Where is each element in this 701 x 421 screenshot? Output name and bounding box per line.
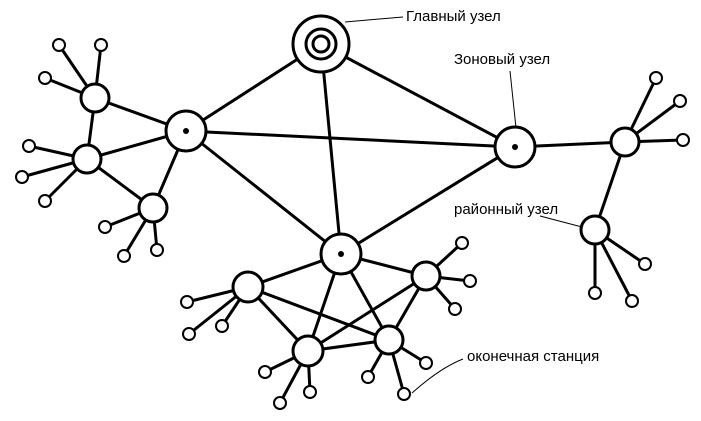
district-node: [79, 82, 111, 114]
terminal-station: [15, 170, 29, 184]
district-node: [410, 260, 442, 292]
main-node-inner-ring: [311, 34, 331, 54]
terminal-station: [94, 38, 108, 52]
terminal-station: [455, 236, 469, 250]
terminal-station: [98, 220, 112, 234]
terminal-station: [676, 133, 690, 147]
terminal-station: [588, 286, 602, 300]
link-zoneleft-zonebottom: [185, 129, 342, 256]
terminal-station: [649, 71, 663, 85]
label-leaders: [344, 16, 583, 394]
terminal-station: [673, 94, 687, 108]
terminal-station: [215, 319, 229, 333]
label-district-node: районный узел: [454, 201, 559, 218]
district-node: [609, 126, 641, 158]
terminal-station: [38, 71, 52, 85]
terminal-station: [638, 257, 652, 271]
terminal-station: [117, 249, 131, 263]
terminal-station: [182, 327, 196, 341]
district-node: [291, 334, 325, 368]
zone-node-dot: [338, 251, 344, 257]
label-terminal-station: оконечная станция: [467, 348, 600, 365]
terminal-station: [273, 396, 287, 410]
terminal-station: [150, 243, 164, 257]
terminal-station: [625, 294, 639, 308]
center-dots: [183, 128, 518, 257]
district-node: [71, 143, 103, 175]
leader-zone-node: [509, 70, 517, 129]
terminal-station: [419, 356, 433, 370]
terminal-station: [303, 385, 317, 399]
link-zoneright-zonebottom: [340, 145, 516, 256]
district-node: [137, 192, 169, 224]
district-node: [373, 324, 405, 356]
terminal-station: [258, 365, 272, 379]
terminal-station: [361, 370, 375, 384]
leader-terminal-station: [411, 358, 464, 394]
terminal-station: [22, 139, 36, 153]
link-main-zoneright: [320, 42, 516, 149]
district-node: [231, 270, 265, 304]
label-zone-node: Зоновый узел: [454, 51, 551, 68]
label-main-node: Главный узел: [406, 8, 501, 25]
terminal-station: [397, 387, 411, 401]
nodes-layer: [71, 14, 641, 368]
terminal-station: [52, 38, 66, 52]
district-node: [579, 214, 611, 246]
terminal-station: [38, 194, 52, 208]
terminal-station: [463, 274, 477, 288]
leader-main-node: [344, 16, 404, 23]
zone-node-dot: [183, 128, 189, 134]
terminal-station: [180, 295, 194, 309]
link-zoneleft-zoneright: [185, 129, 516, 149]
zone-node-dot: [512, 144, 518, 150]
leader-district-node: [539, 215, 583, 228]
link: [307, 274, 427, 353]
link-main-zonebottom: [319, 43, 343, 255]
link: [247, 285, 390, 342]
terminal-station: [448, 302, 462, 316]
terminals-layer: [15, 38, 690, 410]
